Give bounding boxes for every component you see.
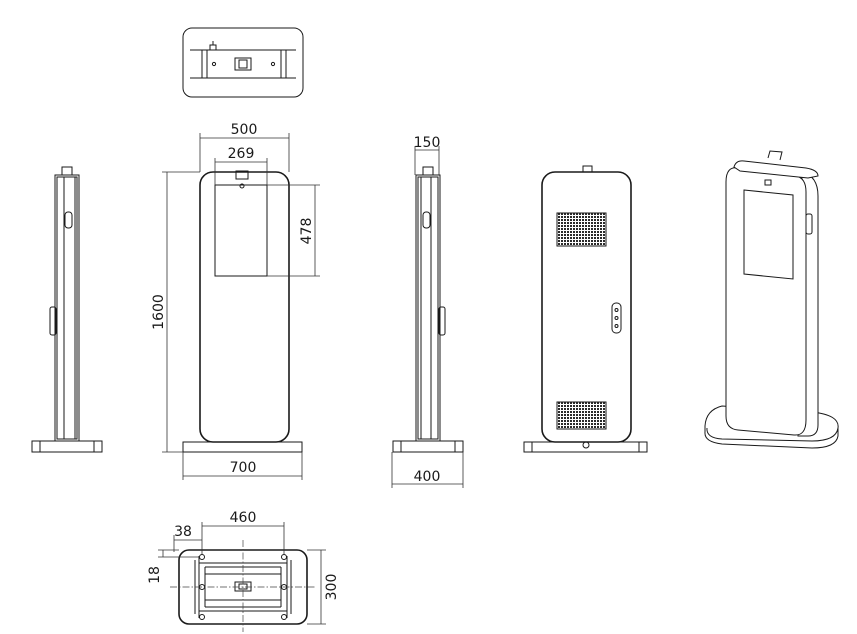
lower-vent-grille [556, 401, 607, 430]
dim-label-bolt-edge-offset: 38 [174, 524, 192, 540]
front-view [182, 170, 303, 453]
right-side-view [392, 166, 464, 453]
dim-label-base-depth-bottom: 300 [324, 574, 340, 601]
top-view [182, 27, 304, 98]
bottom-dimensions: 460 38 18 300 [147, 510, 340, 625]
dim-label-base-depth-side: 400 [414, 469, 441, 485]
front-dimensions: 500 269 478 1600 700 [151, 122, 320, 480]
perspective-view [704, 150, 839, 449]
bottom-view [170, 540, 316, 632]
dim-label-screen-width: 269 [228, 146, 255, 162]
side-dimensions: 150 400 [391, 135, 464, 488]
dim-label-bolt-spacing: 460 [230, 510, 257, 526]
dim-label-total-height: 1600 [151, 294, 167, 330]
dim-label-front-panel-width: 500 [231, 122, 258, 138]
upper-vent-grille [556, 212, 607, 247]
dim-label-bolt-hole-offset: 18 [147, 566, 163, 584]
dim-label-depth-top: 150 [414, 135, 441, 151]
rear-view [523, 165, 648, 453]
dim-label-screen-height: 478 [299, 218, 315, 245]
left-side-view [31, 166, 103, 453]
dim-label-base-width: 700 [230, 460, 257, 476]
